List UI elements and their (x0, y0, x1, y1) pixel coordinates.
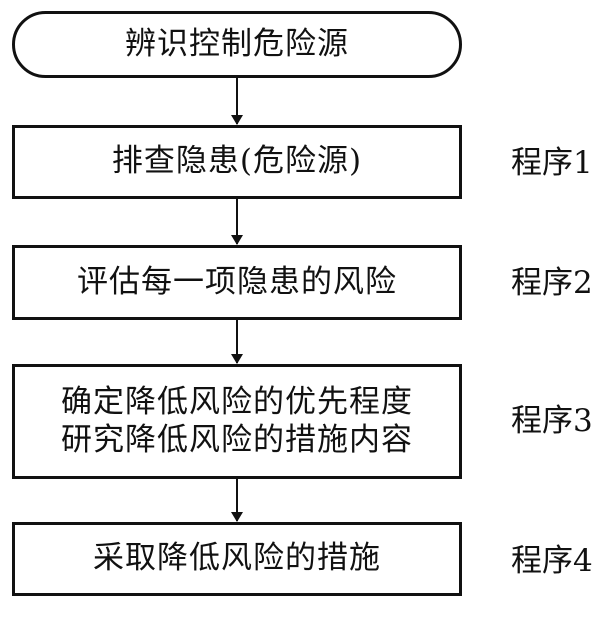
procedure-4-label: 程序4 (511, 543, 593, 579)
step-1-box: 排查隐患(危险源) (12, 125, 462, 199)
procedure-2-label: 程序2 (511, 265, 593, 301)
step-3-label-line-1: 确定降低风险的优先程度 (61, 384, 413, 421)
step-4-label: 采取降低风险的措施 (93, 540, 381, 577)
step-1-label: 排查隐患(危险源) (111, 143, 363, 180)
step-2-label: 评估每一项隐患的风险 (77, 263, 397, 300)
step-2-box: 评估每一项隐患的风险 (12, 245, 462, 320)
step-3-box: 确定降低风险的优先程度 研究降低风险的措施内容 (12, 364, 462, 479)
step-4-box: 采取降低风险的措施 (12, 522, 462, 596)
procedure-1-label: 程序1 (511, 145, 593, 181)
start-label: 辨识控制危险源 (125, 25, 349, 62)
procedure-3-label: 程序3 (511, 403, 593, 439)
step-3-label-line-2: 研究降低风险的措施内容 (61, 421, 413, 458)
start-terminal: 辨识控制危险源 (12, 11, 462, 78)
